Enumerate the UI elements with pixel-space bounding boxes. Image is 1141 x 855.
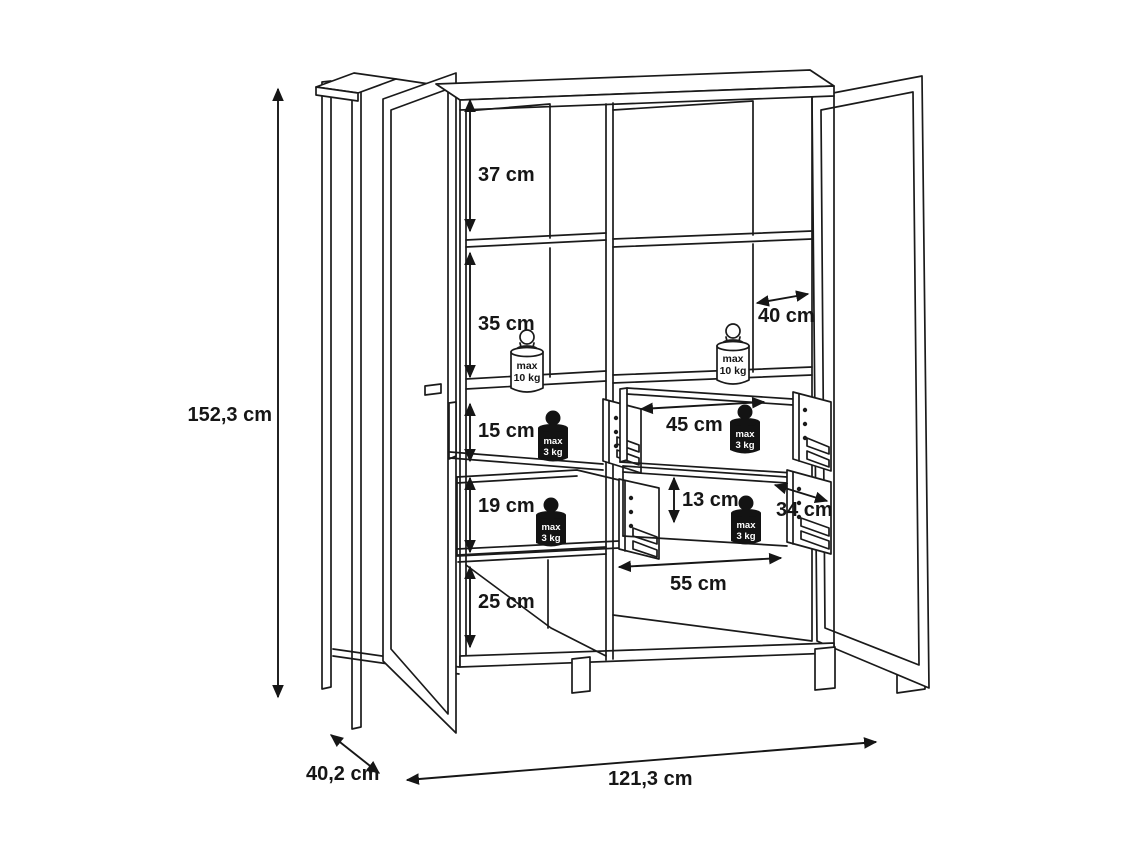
dim-40-label: 40 cm: [758, 305, 815, 327]
weight-drawer-load-label: 3 kg: [541, 533, 560, 544]
weight-3kg-drawer45: max 3 kg: [730, 404, 760, 454]
dim-55-arrow: [617, 552, 783, 573]
weight-3kg-drawer19: max 3 kg: [536, 497, 566, 547]
dim-55-label: 55 cm: [670, 573, 727, 595]
weight-drawer-load-label: 3 kg: [543, 447, 562, 458]
right-door-open: [811, 75, 930, 689]
dim-37-label: 37 cm: [478, 164, 535, 186]
legs: [571, 646, 836, 694]
drawer-open-45: [619, 387, 832, 474]
weight-max-label: max: [735, 429, 755, 440]
dim-15-label: 15 cm: [478, 420, 535, 442]
dim-45-label: 45 cm: [666, 414, 723, 436]
door-handle: [424, 383, 442, 396]
dim-depth-label: 40,2 cm: [306, 763, 379, 785]
dim-35-label: 35 cm: [478, 313, 535, 335]
weight-shelf-load-label: 10 kg: [514, 372, 541, 384]
weight-max-label: max: [543, 436, 563, 447]
dim-13-label: 13 cm: [682, 489, 739, 511]
weight-shelf-load-label: 10 kg: [720, 365, 747, 377]
weight-max-label: max: [736, 520, 756, 531]
dim-40-arrow: [755, 290, 810, 307]
dim-width-arrow: [405, 737, 878, 785]
weight-3kg-drawer13: max 3 kg: [731, 495, 761, 545]
weight-max-label: max: [722, 353, 743, 365]
left-door-open: [382, 72, 457, 734]
weight-10kg-right: max 10 kg: [716, 323, 750, 385]
bottom-compartments: [457, 546, 813, 657]
shelves: [465, 230, 813, 390]
dim-34-arrow: [773, 482, 829, 504]
weight-max-label: max: [516, 360, 537, 372]
weight-10kg-left: max 10 kg: [510, 329, 544, 393]
dim-25-label: 25 cm: [478, 591, 535, 613]
dim-depth-arrow: [329, 734, 381, 774]
dim-height-label: 152,3 cm: [187, 404, 272, 426]
dim-45-arrow: [639, 396, 766, 415]
weight-max-label: max: [541, 522, 561, 533]
dimensions: 152,3 cm 37 cm 35 cm 15 cm 19 cm 25 cm 4…: [187, 87, 878, 790]
weight-drawer-load-label: 3 kg: [736, 531, 755, 542]
dim-width-label: 121,3 cm: [608, 768, 693, 790]
dim-19-label: 19 cm: [478, 495, 535, 517]
dim-34-label: 34 cm: [776, 499, 833, 521]
weight-3kg-drawer15: max 3 kg: [538, 410, 568, 462]
weight-drawer-load-label: 3 kg: [735, 440, 754, 451]
